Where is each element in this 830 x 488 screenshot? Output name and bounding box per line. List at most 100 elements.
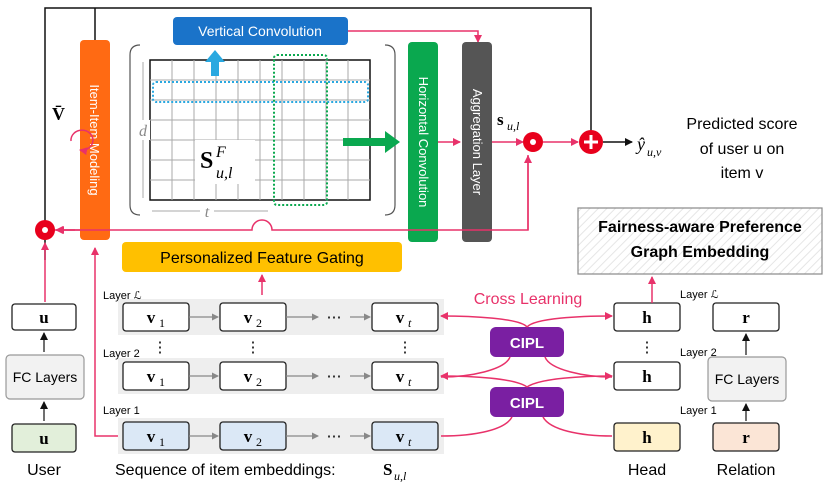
svg-text:v: v — [147, 367, 156, 386]
user-embedding-top: u — [11, 303, 77, 331]
svg-text:⋮: ⋮ — [153, 340, 168, 356]
user-embedding-input: u — [11, 423, 77, 453]
matrix-subscript: u,l — [216, 165, 233, 182]
vconv-to-agg-arrow — [348, 30, 482, 43]
relation-embedding-input: r — [712, 422, 780, 452]
svg-text:v: v — [396, 367, 405, 386]
sequence-label: Sequence of item embeddings: — [115, 462, 336, 479]
dimension-t-label: t — [205, 204, 210, 221]
svg-text:⋮: ⋮ — [640, 340, 655, 356]
item-item-modeling-box: Item-Item Modeling — [80, 40, 110, 240]
item-item-modeling-label: Item-Item Modeling — [87, 84, 102, 195]
ellipsis: ⋯ — [327, 429, 342, 445]
cipl-box-bottom: CIPL — [490, 387, 564, 417]
seq-to-item-item-arrow — [91, 247, 123, 437]
svg-text:Layer 2: Layer 2 — [680, 347, 717, 359]
svg-text:t: t — [408, 375, 412, 389]
svg-text:v: v — [147, 308, 156, 327]
svg-text:2: 2 — [256, 435, 262, 449]
svg-text:2: 2 — [256, 316, 262, 330]
svg-text:Fairness-aware Preference: Fairness-aware Preference — [598, 219, 802, 236]
ellipsis: ⋯ — [327, 369, 342, 385]
relation-embedding-top: r — [712, 302, 780, 332]
matrix-symbol: S — [200, 148, 213, 174]
fc-layers-right: FC Layers — [707, 356, 787, 402]
svg-text:Layer 1: Layer 1 — [680, 405, 717, 417]
sum-node — [579, 130, 603, 154]
layer-2-label: Layer 2 — [103, 348, 140, 360]
svg-text:1: 1 — [159, 435, 165, 449]
svg-text:v: v — [396, 308, 405, 327]
sequence-math-sub: u,l — [394, 469, 407, 483]
feature-matrix: S F u,l d t — [129, 44, 396, 221]
svg-text:1: 1 — [159, 316, 165, 330]
cipl-box-top: CIPL — [490, 327, 564, 357]
vertical-conv-arrow — [205, 50, 225, 76]
svg-text:⋮: ⋮ — [398, 340, 413, 356]
horizontal-convolution-label: Horizontal Convolution — [416, 77, 431, 208]
svg-text:Layer ℒ: Layer ℒ — [680, 289, 719, 301]
svg-text:FC Layers: FC Layers — [715, 371, 780, 387]
vertical-conv-window — [152, 81, 369, 103]
elementwise-product-node-left — [35, 220, 55, 240]
cross-learning-arrows — [440, 312, 613, 437]
vbar-symbol: V̄ — [52, 104, 65, 124]
layer-top-label: Layer ℒ — [103, 290, 142, 302]
svg-text:t: t — [408, 435, 412, 449]
sequence-math: S — [383, 460, 392, 479]
predicted-line1: Predicted score — [686, 116, 797, 133]
svg-text:FC Layers: FC Layers — [13, 369, 78, 385]
head-embedding-input: h — [613, 422, 681, 452]
aggregation-layer-label: Aggregation Layer — [470, 89, 485, 196]
svg-text:v: v — [244, 367, 253, 386]
dimension-d-label: d — [139, 123, 148, 140]
pfg-label: Personalized Feature Gating — [160, 250, 364, 267]
aggregation-layer-box: Aggregation Layer — [462, 42, 492, 242]
elementwise-product-node-right — [523, 132, 543, 152]
head-label: Head — [628, 462, 666, 479]
vbar-self-loop — [70, 129, 94, 156]
vertical-convolution-label: Vertical Convolution — [198, 23, 322, 39]
vertical-convolution-box: Vertical Convolution — [173, 17, 348, 45]
svg-text:v: v — [244, 427, 253, 446]
svg-text:u: u — [39, 308, 48, 327]
layer-1-label: Layer 1 — [103, 405, 140, 417]
s-ul-symbol: s — [497, 110, 504, 129]
cross-learning-label: Cross Learning — [474, 291, 583, 308]
matrix-superscript: F — [215, 144, 226, 161]
head-embedding-top: h — [613, 302, 681, 332]
svg-text:h: h — [642, 308, 652, 327]
head-embedding-mid: h — [613, 361, 681, 391]
svg-text:v: v — [147, 427, 156, 446]
svg-text:1: 1 — [159, 375, 165, 389]
svg-text:⋮: ⋮ — [246, 340, 261, 356]
ellipsis: ⋯ — [327, 310, 342, 326]
relation-label: Relation — [717, 462, 776, 479]
svg-text:Graph Embedding: Graph Embedding — [631, 244, 770, 261]
yhat-symbol: ŷ — [635, 134, 645, 154]
svg-text:r: r — [742, 428, 750, 447]
svg-text:2: 2 — [256, 375, 262, 389]
personalized-feature-gating-box: Personalized Feature Gating — [122, 242, 402, 272]
fairness-aware-box: Fairness-aware Preference Graph Embeddin… — [577, 207, 823, 275]
svg-text:v: v — [396, 427, 405, 446]
svg-text:r: r — [742, 308, 750, 327]
svg-text:CIPL: CIPL — [510, 395, 544, 412]
svg-text:h: h — [642, 367, 652, 386]
yhat-subscript: u,v — [647, 145, 662, 159]
svg-text:h: h — [642, 428, 652, 447]
svg-text:CIPL: CIPL — [510, 335, 544, 352]
svg-text:u: u — [39, 429, 48, 448]
fc-layers-left: FC Layers — [5, 354, 85, 400]
